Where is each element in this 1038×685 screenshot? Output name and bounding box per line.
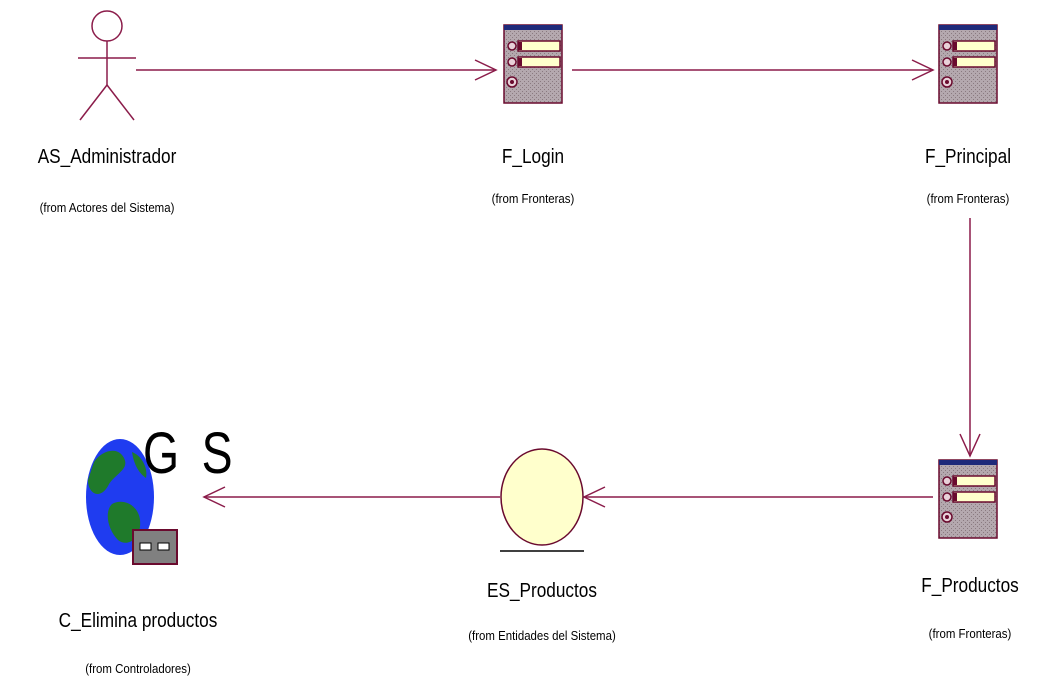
controller-globe-icon[interactable] — [86, 439, 178, 565]
connector-entity-controller[interactable] — [202, 486, 500, 508]
entity-name: ES_Productos — [487, 580, 597, 602]
actor-icon[interactable] — [78, 10, 136, 121]
connector-productos-entity[interactable] — [582, 486, 933, 508]
principal-from: (from Fronteras) — [926, 191, 1010, 206]
boundary-form-icon-principal[interactable] — [938, 24, 998, 104]
connector-principal-productos[interactable] — [959, 218, 981, 458]
admin-from: (from Actores del Sistema) — [39, 200, 175, 215]
connector-login-principal[interactable] — [572, 59, 935, 81]
admin-name: AS_Administrador — [37, 146, 177, 168]
controller-from: (from Controladores) — [85, 661, 191, 676]
principal-name: F_Principal — [924, 146, 1012, 168]
entity-icon[interactable] — [500, 448, 584, 552]
entity-from: (from Entidades del Sistema) — [468, 628, 616, 643]
login-name: F_Login — [501, 146, 565, 168]
productos-name: F_Productos — [921, 575, 1019, 597]
controller-logo-text: G S — [143, 421, 238, 486]
login-from: (from Fronteras) — [491, 191, 575, 206]
connector-admin-login[interactable] — [136, 59, 498, 81]
controller-name: C_Elimina productos — [58, 610, 218, 632]
productos-from: (from Fronteras) — [928, 626, 1012, 641]
boundary-form-icon-login[interactable] — [503, 24, 563, 104]
boundary-form-icon-productos[interactable] — [938, 459, 998, 539]
